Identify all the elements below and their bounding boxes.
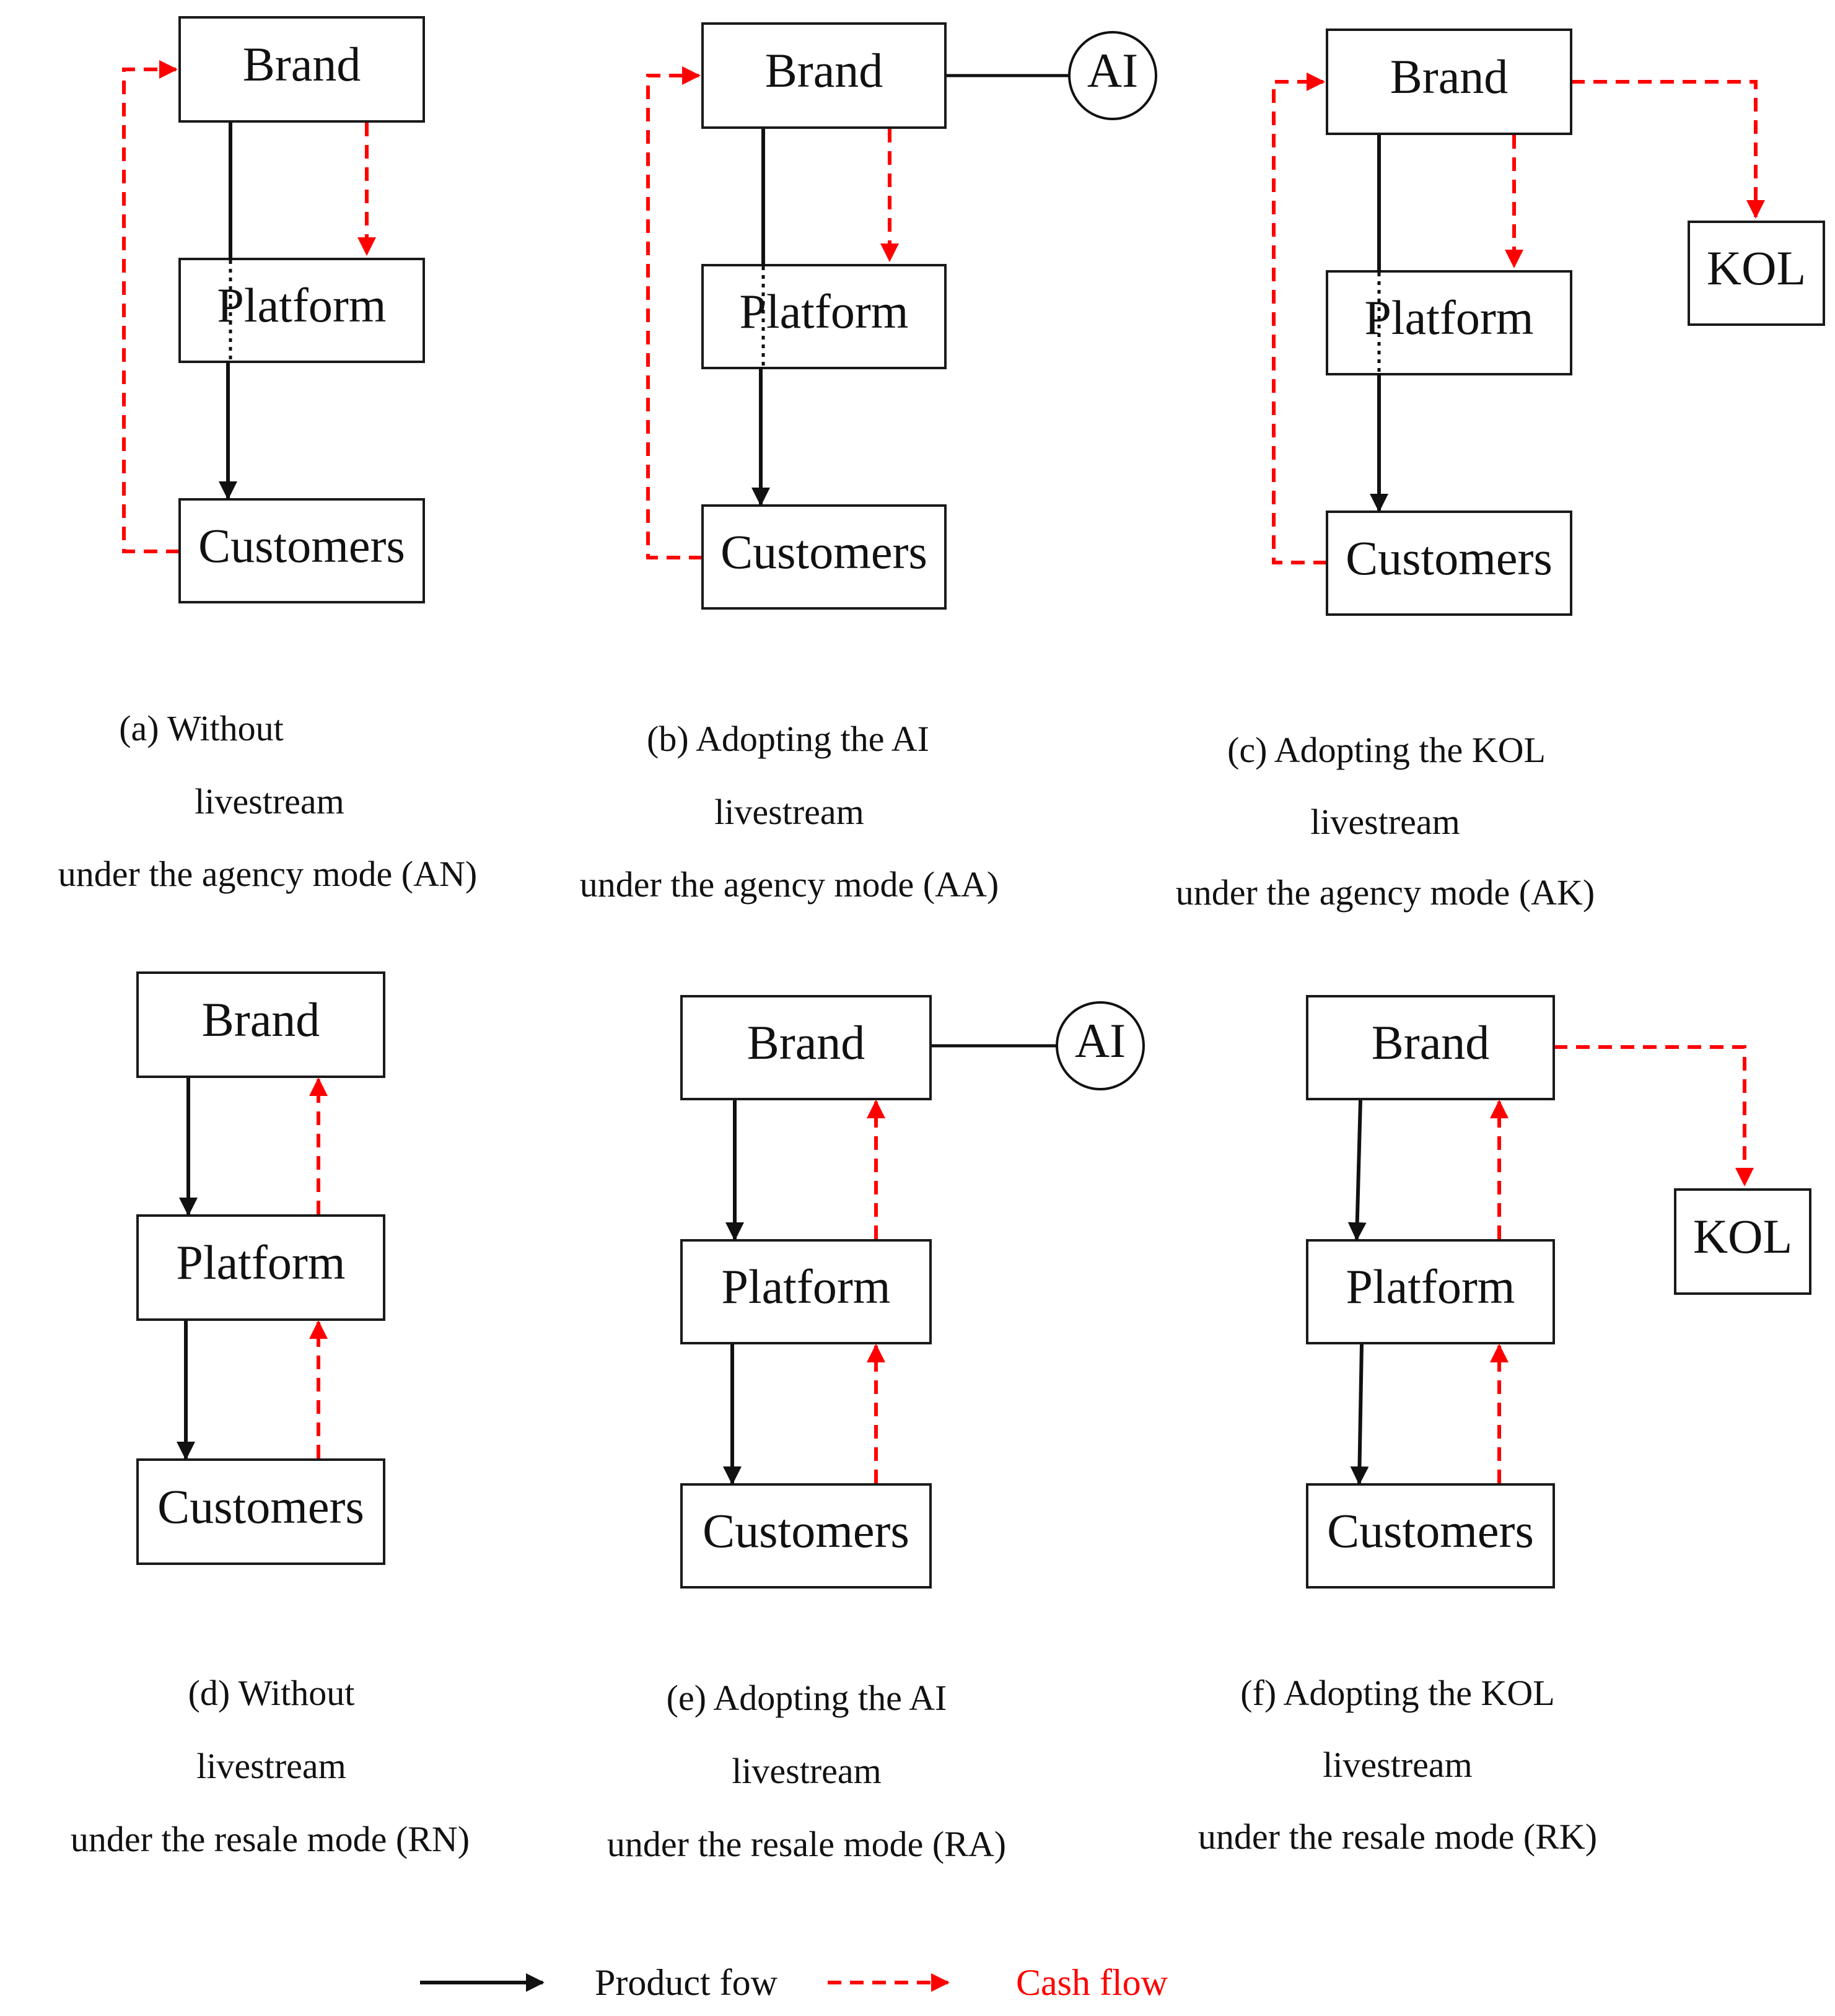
caption-d-line3: under the resale mode (RN) bbox=[71, 1819, 470, 1859]
cash-flow-customers-to-brand bbox=[646, 66, 703, 559]
platform-label: Platform bbox=[1365, 291, 1534, 344]
caption-c-line2: livestream bbox=[1310, 802, 1460, 842]
legend-product-flow-label: Product fow bbox=[595, 1962, 778, 2003]
brand-label: Brand bbox=[765, 43, 883, 97]
customers-node bbox=[680, 1483, 932, 1589]
customers-label: Customers bbox=[157, 1479, 364, 1533]
platform-label: Platform bbox=[722, 1260, 891, 1313]
caption-e-line1: (e) Adopting the AI bbox=[667, 1678, 947, 1718]
product-flow-brand-to-platform bbox=[1347, 1100, 1367, 1241]
platform-label: Platform bbox=[217, 278, 387, 332]
brand-node bbox=[1326, 28, 1572, 135]
caption-b-line3: under the agency mode (AA) bbox=[580, 864, 999, 905]
brand-label: Brand bbox=[1390, 50, 1509, 103]
ai-node bbox=[1068, 31, 1157, 120]
customers-label: Customers bbox=[1346, 531, 1553, 585]
platform-node bbox=[136, 1214, 385, 1321]
caption-d-line1: (d) Without bbox=[188, 1673, 355, 1713]
platform-node bbox=[178, 258, 425, 363]
caption-a-line3: under the agency mode (AN) bbox=[58, 854, 477, 894]
ai-label: AI bbox=[1075, 1014, 1126, 1067]
customers-node bbox=[701, 504, 947, 610]
panel-b-agency-ai: AI Brand Platform Customers (b) Adopting… bbox=[580, 22, 1157, 905]
customers-label: Customers bbox=[198, 519, 405, 572]
panel-e-resale-ai: AI Brand Platform Customers (e) Adopting… bbox=[607, 995, 1145, 1864]
brand-node bbox=[178, 16, 425, 123]
platform-node bbox=[701, 264, 947, 369]
caption-b-line2: livestream bbox=[714, 792, 864, 832]
panel-c-agency-kol: Brand KOL Platform Customers (c) Adoptin… bbox=[1176, 28, 1825, 913]
customers-node bbox=[1306, 1483, 1555, 1589]
brand-node bbox=[701, 22, 947, 129]
customers-label: Customers bbox=[703, 1504, 909, 1558]
legend-cash-flow-label: Cash flow bbox=[1016, 1962, 1168, 2003]
kol-node bbox=[1674, 1188, 1811, 1295]
legend: Product fow Cash flow bbox=[420, 1962, 1168, 2003]
kol-label: KOL bbox=[1693, 1209, 1792, 1263]
caption-c-line1: (c) Adopting the KOL bbox=[1227, 730, 1546, 770]
product-flow-platform-to-customers bbox=[1350, 1344, 1369, 1485]
cash-flow-brand-to-kol bbox=[1554, 1045, 1754, 1186]
brand-node bbox=[1306, 995, 1555, 1100]
brand-label: Brand bbox=[747, 1015, 865, 1069]
brand-node bbox=[680, 995, 932, 1100]
kol-label: KOL bbox=[1707, 241, 1806, 295]
customers-label: Customers bbox=[720, 525, 927, 579]
ai-label: AI bbox=[1087, 43, 1138, 97]
brand-node bbox=[136, 971, 385, 1078]
platform-label: Platform bbox=[740, 284, 909, 338]
brand-label: Brand bbox=[1372, 1015, 1490, 1069]
customers-node bbox=[178, 498, 425, 603]
caption-e-line2: livestream bbox=[732, 1751, 882, 1791]
caption-f-line2: livestream bbox=[1323, 1745, 1473, 1785]
platform-node bbox=[1326, 270, 1572, 375]
platform-label: Platform bbox=[177, 1235, 346, 1289]
customers-label: Customers bbox=[1327, 1504, 1534, 1558]
caption-c-line3: under the agency mode (AK) bbox=[1176, 872, 1595, 913]
caption-f-line1: (f) Adopting the KOL bbox=[1240, 1673, 1554, 1713]
caption-a-line2: livestream bbox=[195, 781, 344, 822]
cash-flow-customers-to-brand bbox=[122, 60, 180, 553]
caption-b-line1: (b) Adopting the AI bbox=[647, 719, 929, 759]
cash-flow-brand-to-kol bbox=[1571, 80, 1765, 219]
panel-d-resale-without: Brand Platform Customers (d) Without liv… bbox=[71, 971, 470, 1859]
caption-d-line2: livestream bbox=[196, 1746, 346, 1786]
customers-node bbox=[136, 1458, 385, 1565]
platform-node bbox=[1306, 1239, 1555, 1344]
platform-label: Platform bbox=[1346, 1260, 1515, 1313]
cash-flow-customers-to-brand bbox=[1272, 72, 1327, 564]
panel-f-resale-kol: Brand KOL Platform Customers (f) Adoptin… bbox=[1198, 995, 1811, 1857]
customers-node bbox=[1326, 511, 1572, 616]
kol-node bbox=[1688, 221, 1825, 326]
caption-a-line1: (a) Without bbox=[119, 708, 284, 748]
caption-f-line3: under the resale mode (RK) bbox=[1198, 1817, 1597, 1857]
panel-a-agency-without: Brand Platform Customers (a) Without liv… bbox=[58, 16, 477, 894]
caption-e-line3: under the resale mode (RA) bbox=[607, 1824, 1006, 1864]
ai-node bbox=[1056, 1001, 1145, 1090]
platform-node bbox=[680, 1239, 932, 1344]
brand-label: Brand bbox=[243, 37, 361, 91]
brand-label: Brand bbox=[202, 993, 320, 1046]
